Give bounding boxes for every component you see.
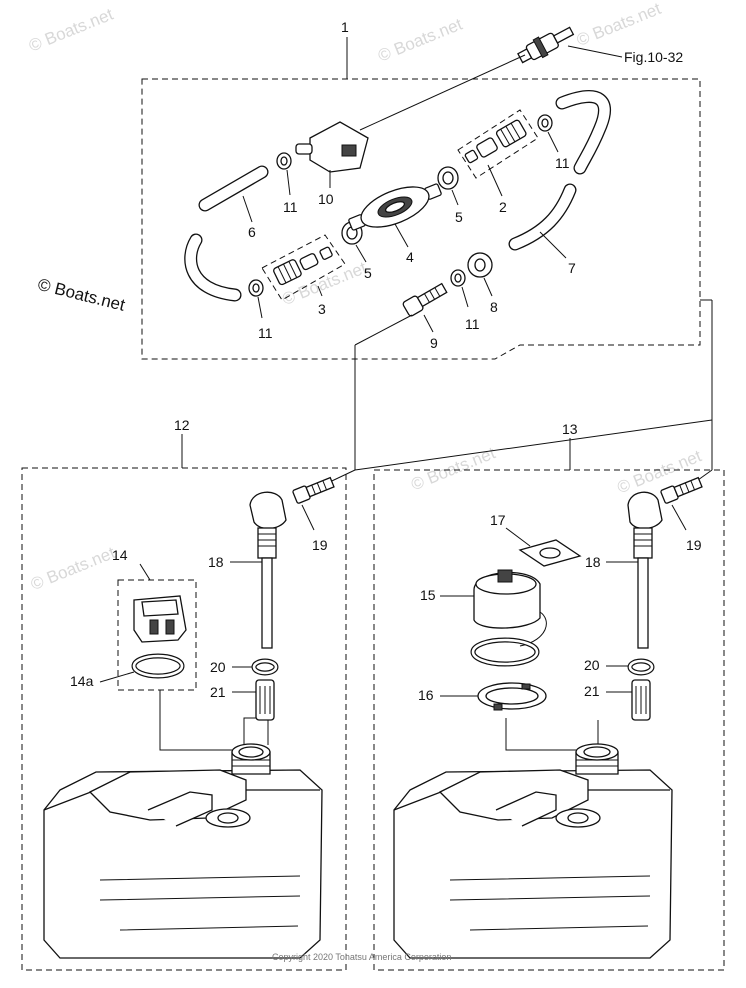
part-4-primer-bulb	[348, 183, 442, 231]
fuel-connector-ref	[517, 26, 575, 64]
copyright-text: Copyright 2020 Tohatsu America Corporati…	[272, 952, 451, 962]
callout-21a: 21	[210, 684, 226, 700]
callout-14a: 14a	[70, 673, 94, 689]
part-16-retaining-ring	[477, 682, 547, 711]
callout-8: 8	[490, 299, 498, 315]
callout-11c: 11	[258, 325, 273, 341]
part-11-clip	[537, 114, 553, 132]
part-11-clip	[450, 269, 466, 287]
svg-text:© Boats.net: © Boats.net	[36, 275, 127, 315]
callout-6: 6	[248, 224, 256, 240]
callout-2: 2	[499, 199, 507, 215]
callout-17: 17	[490, 512, 506, 528]
callout-14: 14	[112, 547, 128, 563]
callout-1: 1	[341, 19, 349, 35]
part-9-fitting	[402, 282, 448, 317]
callout-5b: 5	[364, 265, 372, 281]
part-20-o-ring	[251, 658, 279, 676]
part-18-pickup	[627, 491, 663, 649]
watermark: © Boats.net	[408, 443, 498, 494]
part-3-connector	[273, 246, 333, 286]
callout-12: 12	[174, 417, 190, 433]
watermark: © Boats.net	[375, 14, 465, 65]
callout-7: 7	[568, 260, 576, 276]
part-5-ring	[437, 166, 459, 190]
watermark: © Boats.net	[574, 0, 664, 50]
part-14a-gasket	[131, 653, 185, 679]
callout-11b: 11	[555, 155, 570, 171]
callout-19b: 19	[686, 537, 702, 553]
part-15-cap	[473, 569, 547, 647]
figure-ref: Fig.10-32	[624, 49, 683, 65]
part-17-label	[518, 539, 582, 567]
callout-18b: 18	[585, 554, 601, 570]
callout-11d: 11	[465, 316, 480, 332]
callout-9: 9	[430, 335, 438, 351]
callout-18a: 18	[208, 554, 224, 570]
fuel-tank-right	[393, 743, 673, 959]
assembly-1-box	[141, 78, 701, 360]
callout-20a: 20	[210, 659, 226, 675]
part-2-connector	[464, 119, 527, 164]
part-19-fitting	[292, 476, 335, 504]
callout-3: 3	[318, 301, 326, 317]
part-18-pickup	[249, 491, 287, 649]
part-19-fitting	[660, 476, 703, 504]
part-8-sleeve	[467, 252, 493, 278]
callout-10: 10	[318, 191, 334, 207]
assembly-13-box	[373, 469, 725, 971]
brand-watermark: © Boats.net	[36, 275, 127, 315]
callout-11a: 11	[283, 199, 298, 215]
callout-20b: 20	[584, 657, 600, 673]
part-15-gasket	[470, 637, 540, 667]
fuel-tank-left	[43, 743, 323, 959]
callout-13: 13	[562, 421, 578, 437]
part-11-clip	[248, 279, 264, 297]
callout-21b: 21	[584, 683, 600, 699]
callout-16: 16	[418, 687, 434, 703]
callout-5a: 5	[455, 209, 463, 225]
watermark: © Boats.net	[26, 5, 116, 56]
callout-15: 15	[420, 587, 436, 603]
assembly-12-box	[21, 467, 347, 971]
part-14-vent-cap	[133, 595, 187, 643]
part-21-filter	[631, 679, 651, 721]
part-20-o-ring	[627, 658, 655, 676]
part-10	[295, 121, 369, 173]
watermark: © Boats.net	[28, 543, 118, 594]
part-11-clip	[276, 152, 292, 170]
callout-4: 4	[406, 249, 414, 265]
part-21-filter	[255, 679, 275, 721]
callout-19a: 19	[312, 537, 328, 553]
